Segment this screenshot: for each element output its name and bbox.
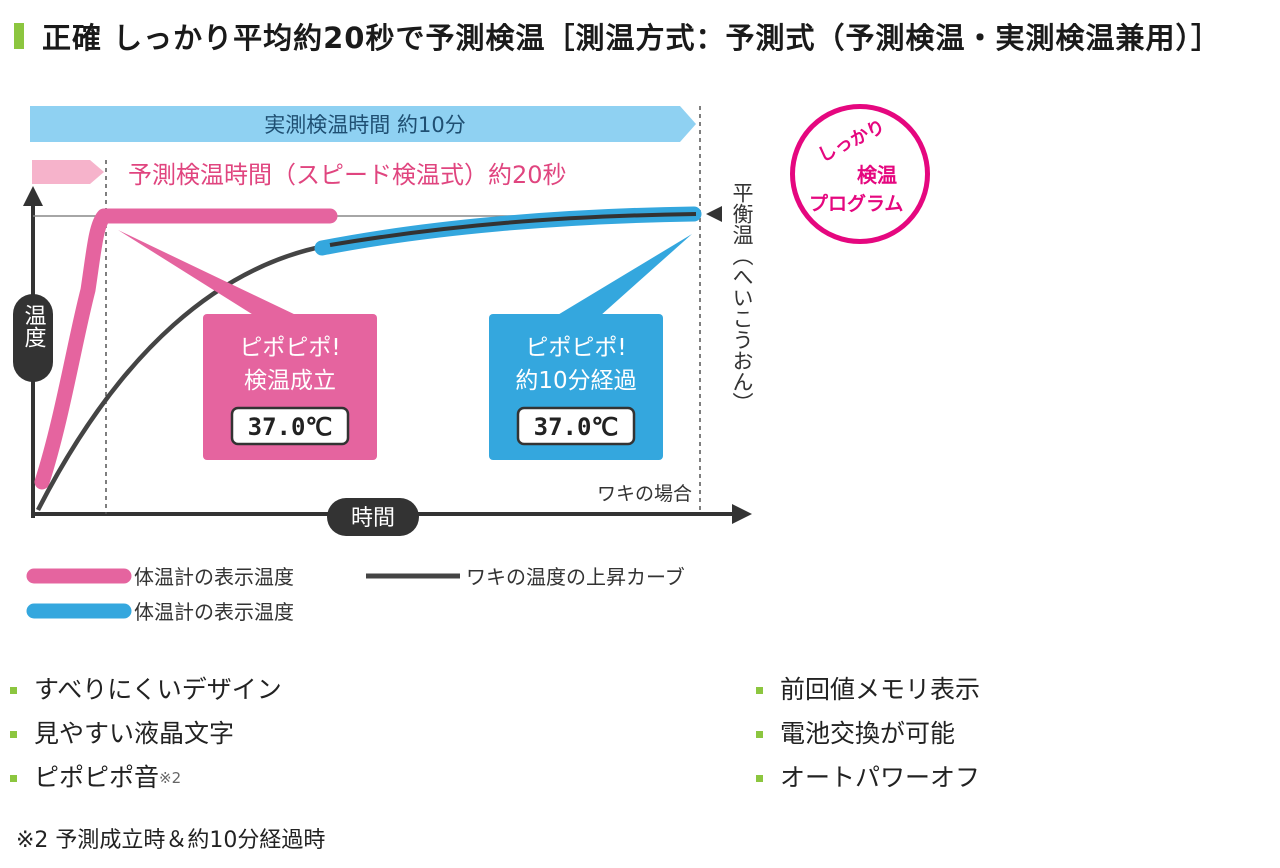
heading-text: 正確 しっかり平均約20秒で予測検温［測温方式：予測式（予測検温・実測検温兼用）…: [42, 21, 1221, 55]
pink-display-curve: [34, 208, 338, 490]
armpit-case-label: ワキの場合: [597, 483, 692, 505]
blue-lcd-reading: 37.0℃: [534, 413, 619, 441]
feature-item: オートパワーオフ: [756, 756, 980, 800]
y-axis-label-pill: [13, 294, 53, 382]
pink-lcd-display: [230, 406, 350, 446]
section-heading: 正確 しっかり平均約20秒で予測検温［測温方式：予測式（予測検温・実測検温兼用）…: [14, 14, 1221, 58]
pink-lcd-reading: 37.0℃: [248, 413, 333, 441]
footnote: ※2 予測成立時＆約10分経過時: [16, 828, 326, 853]
blue-callout-pointer: [556, 234, 692, 316]
equilibrium-label: 平衡温（へいこうおん）: [730, 182, 754, 413]
actual-time-arrow: [30, 106, 696, 142]
feature-item: 電池交換が可能: [756, 712, 980, 756]
blue-callout-line2: 約10分経過: [515, 368, 636, 394]
legend-dark-label: ワキの温度の上昇カーブ: [466, 565, 685, 589]
armpit-curve-overlay: [329, 212, 697, 247]
temperature-diagram: 実測検温時間 約10分 予測検温時間（スピード検温式）約20秒 ピポピポ! 検温…: [13, 106, 754, 624]
badge-line2: 検温: [857, 163, 897, 187]
actual-time-label: 実測検温時間 約10分: [264, 113, 465, 137]
badge-line3: プログラム: [809, 193, 904, 215]
feature-item: 前回値メモリ表示: [756, 668, 980, 712]
features-right: 前回値メモリ表示 電池交換が可能 オートパワーオフ: [756, 668, 980, 800]
y-axis-label: 温度: [21, 304, 47, 348]
blue-display-curve: [314, 206, 702, 256]
x-axis-label: 時間: [351, 506, 395, 531]
features-left: すべりにくいデザイン 見やすい液晶文字 ピポピポ音※2: [10, 668, 282, 800]
feature-item: 見やすい液晶文字: [10, 712, 282, 756]
equilibrium-marker-icon: [706, 206, 722, 222]
predict-time-label: 予測検温時間（スピード検温式）約20秒: [128, 161, 567, 189]
pink-callout-pointer: [118, 230, 298, 316]
program-badge: しっかり 検温 プログラム: [790, 104, 930, 244]
pink-callout-line2: 検温成立: [244, 368, 336, 394]
blue-callout-line1: ピポピポ!: [525, 335, 626, 361]
x-axis-label-pill: [327, 498, 419, 536]
legend-pink-label: 体温計の表示温度: [134, 565, 294, 589]
blue-lcd-display: [516, 406, 636, 446]
x-axis-arrowhead: [732, 504, 752, 524]
feature-item: ピポピポ音※2: [10, 756, 282, 800]
feature-item: すべりにくいデザイン: [10, 668, 282, 712]
predict-time-arrow: [32, 160, 104, 184]
y-axis-arrowhead: [23, 186, 43, 206]
feature-note-mark: ※2: [159, 769, 182, 787]
heading-accent-bar: [14, 23, 24, 49]
legend-blue-label: 体温計の表示温度: [134, 600, 294, 624]
pink-callout-line1: ピポピポ!: [239, 335, 340, 361]
